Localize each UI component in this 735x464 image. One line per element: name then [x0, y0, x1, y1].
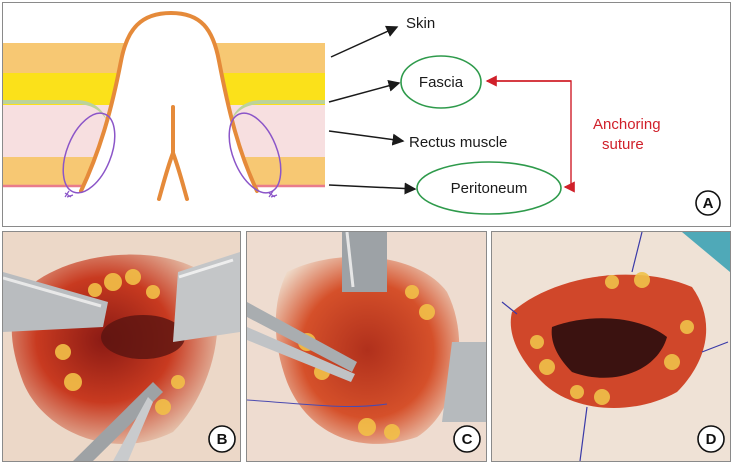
panel-a-badge [695, 190, 721, 216]
panel-d-photo: D [491, 231, 731, 462]
rectus-pointer-arrow [328, 130, 405, 146]
panel-b-badge [208, 425, 236, 453]
panel-b-photo: B [2, 231, 241, 462]
surgical-photo-b: B [3, 232, 240, 461]
suture-knot-left [64, 190, 74, 198]
panel-d-badge [697, 425, 725, 453]
anchoring-label-line1: Anchoring [593, 116, 661, 133]
fascia-pointer-arrow [328, 79, 401, 103]
peritoneum-pointer-arrow [328, 182, 417, 195]
skin-label: Skin [406, 15, 435, 32]
panel-a-schematic: Skin Fascia Rectus muscle Peritoneum Anc… [2, 2, 731, 227]
bowel-loop-outline [79, 10, 259, 193]
fascia-band-left [3, 100, 107, 121]
peritoneum-label: Peritoneum [451, 180, 528, 197]
schematic-diagram: Skin Fascia Rectus muscle Peritoneum Anc… [3, 10, 721, 216]
anchoring-label-line2: suture [602, 136, 644, 153]
panel-d-letter: D [706, 431, 717, 448]
suture-knot-right [268, 190, 278, 198]
fascia-band-right [231, 100, 325, 121]
fascia-ellipse [400, 55, 482, 109]
bowel-septum [157, 105, 189, 201]
panel-c-photo: C [246, 231, 487, 462]
panel-c-badge [453, 425, 481, 453]
panel-b-letter: B [217, 431, 228, 448]
skin-pointer-arrow [330, 25, 399, 58]
fascia-label: Fascia [419, 74, 464, 91]
panel-c-letter: C [462, 431, 473, 448]
rectus-muscle-label: Rectus muscle [409, 134, 507, 151]
peritoneum-ellipse [416, 161, 562, 215]
stoma-opening [81, 13, 257, 191]
panel-a-letter: A [703, 195, 714, 212]
surgical-photo-d: D [492, 232, 730, 461]
surgical-photo-c: C [247, 232, 486, 461]
suture-loop-left [62, 112, 116, 194]
suture-loop-right [228, 112, 282, 194]
